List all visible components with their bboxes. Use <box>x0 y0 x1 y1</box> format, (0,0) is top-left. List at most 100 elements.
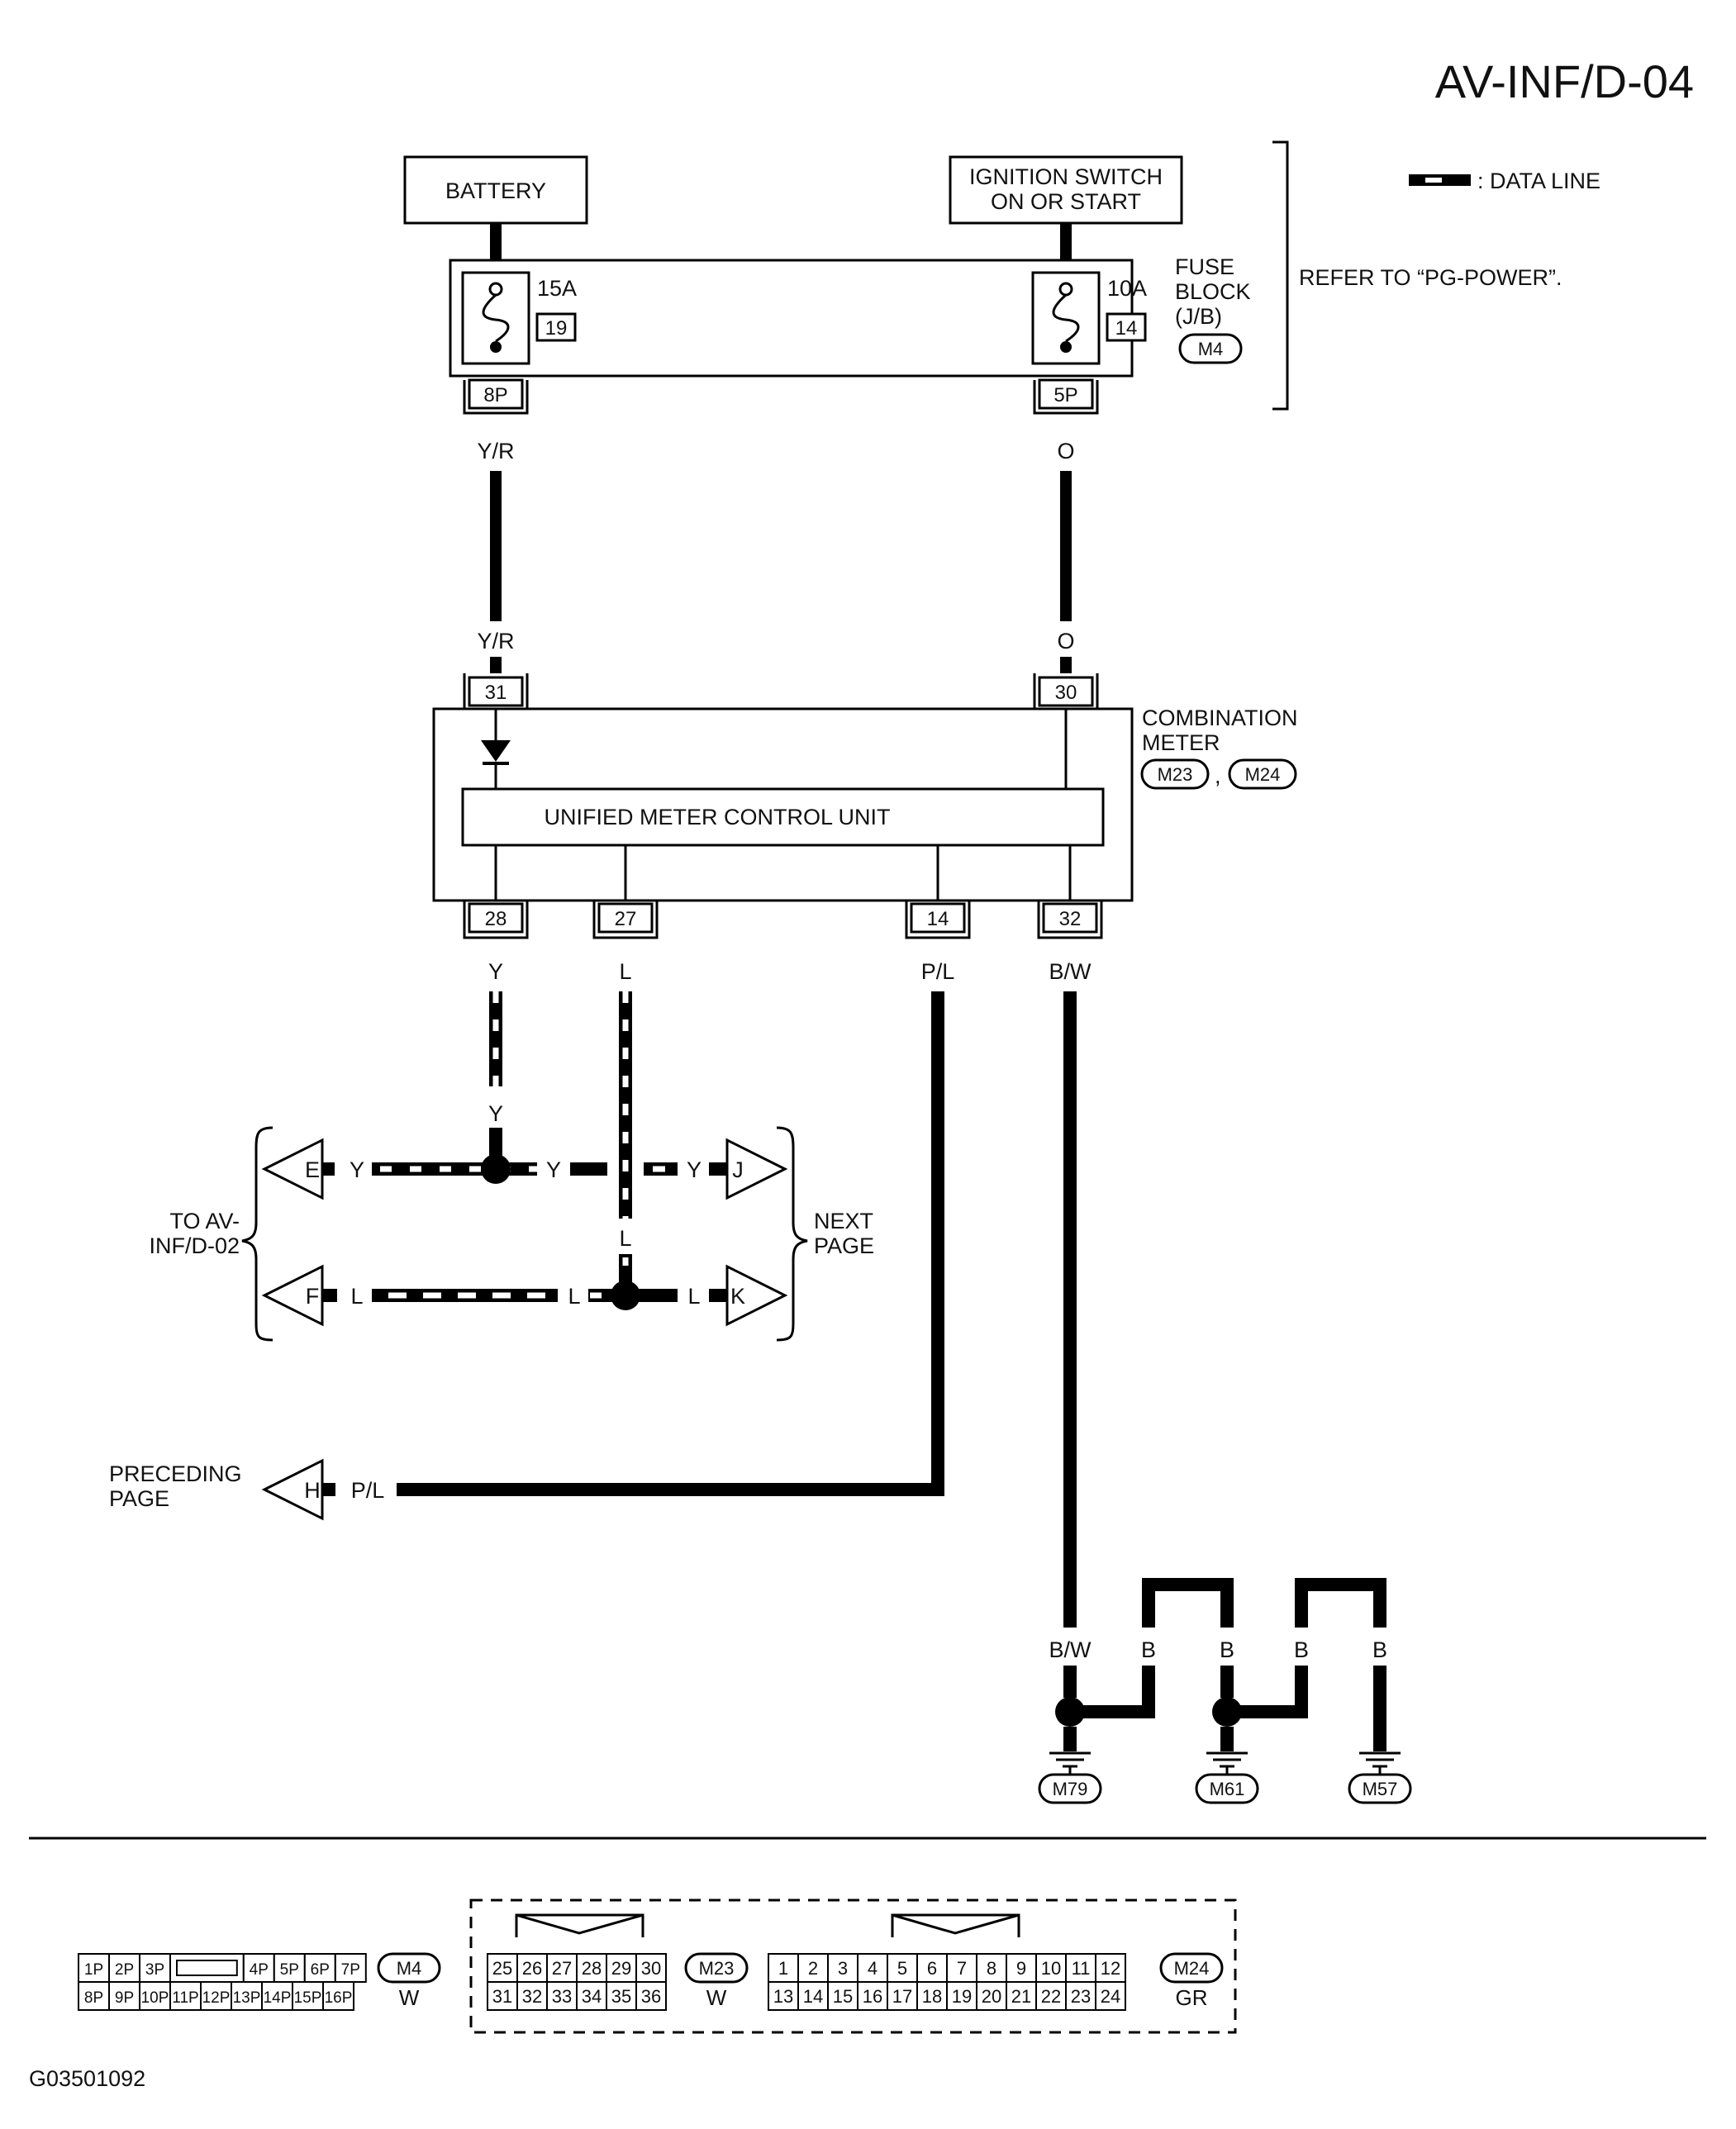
connector-m24-cavity: 23 <box>1071 1986 1091 2007</box>
pin-28: 28 <box>463 901 529 939</box>
to-av-inf-label-1: TO AV- <box>169 1209 240 1233</box>
right-brace <box>776 1126 808 1342</box>
wire-y-label-5: Y <box>687 1157 702 1182</box>
offpage-connector-j[interactable]: J <box>725 1138 788 1200</box>
ground-m57-label: M57 <box>1363 1779 1398 1799</box>
offpage-connector-e[interactable]: E <box>261 1138 324 1200</box>
connector-m4-cavity: 14P <box>264 1989 292 2007</box>
connector-m24-cavity: 9 <box>1016 1958 1026 1979</box>
pin-14: 14 <box>905 901 971 939</box>
connector-m24-cavity: 17 <box>892 1986 912 2007</box>
fuse-block-label-2: BLOCK <box>1175 279 1251 304</box>
connector-m23-cavity: 31 <box>492 1986 512 2007</box>
connector-m23-cavity: 29 <box>611 1958 631 1979</box>
wire-pl-label-2: P/L <box>351 1478 385 1503</box>
combination-meter-connectors-box <box>469 1899 1237 2034</box>
connector-m23-cavity: 30 <box>641 1958 661 1979</box>
connector-m4-cavity: 7P <box>341 1961 360 1979</box>
ground-m79-label: M79 <box>1053 1779 1088 1799</box>
connector-m4-cavity: 12P <box>202 1989 231 2007</box>
connector-m4-color: W <box>399 1985 420 2010</box>
connector-m24-cavity: 11 <box>1072 1958 1091 1979</box>
offpage-f-label: F <box>306 1284 320 1309</box>
connector-m23-color: W <box>706 1985 727 2010</box>
pin-27-label: 27 <box>615 908 637 930</box>
ground-m61-label: M61 <box>1210 1779 1245 1799</box>
connector-m23-cavity: 25 <box>492 1958 512 1979</box>
connector-m4-cavity: 8P <box>84 1989 103 2007</box>
battery-label: BATTERY <box>445 178 546 203</box>
pin-32-label: 32 <box>1059 908 1082 930</box>
connector-m24-cavity: 12 <box>1101 1958 1120 1979</box>
connector-m23-cavity: 33 <box>552 1986 572 2007</box>
battery-box <box>403 155 588 225</box>
connector-m24-cavity: 15 <box>833 1986 853 2007</box>
ground-m61: M61 <box>1195 1751 1259 1804</box>
connector-m4-cavity: 15P <box>294 1989 322 2007</box>
unified-meter-control-unit-label: UNIFIED METER CONTROL UNIT <box>544 805 890 829</box>
pin-31: 31 <box>463 673 529 710</box>
wire-l-label-2: L <box>619 1226 631 1251</box>
connector-m4-cavity: 6P <box>311 1961 330 1979</box>
power-bracket <box>1272 140 1289 411</box>
connector-m24-cavity: 2 <box>808 1958 818 1979</box>
data-line-l-horizontal: L L L <box>322 1281 727 1310</box>
fuse-19-number: 19 <box>545 317 568 340</box>
terminal-8p-label: 8P <box>483 384 507 406</box>
unified-meter-control-unit <box>461 787 1105 847</box>
connector-m24-cavity: 14 <box>803 1986 823 2007</box>
wire-l-label-4: L <box>568 1284 580 1309</box>
wire-y-label-2: Y <box>488 1101 503 1126</box>
ignition-label-2: ON OR START <box>991 189 1141 214</box>
connector-m24-cavity: 18 <box>922 1986 942 2007</box>
data-line-y-horizontal: Y Y Y <box>322 1154 727 1184</box>
connector-m4-cavity: 3P <box>145 1961 164 1979</box>
pin-30: 30 <box>1033 673 1099 710</box>
data-line-y: Y <box>488 991 503 1157</box>
combination-meter-label-1: COMBINATION <box>1142 706 1298 730</box>
connector-separator: , <box>1215 763 1221 788</box>
connector-m24-tag <box>1228 758 1297 790</box>
data-line-l: L <box>619 991 632 1282</box>
diode-symbol <box>481 740 511 762</box>
offpage-connector-k[interactable]: K <box>725 1264 788 1327</box>
connector-m23-id: M23 <box>699 1958 735 1979</box>
pin-32: 32 <box>1037 901 1103 939</box>
pin-30-label: 30 <box>1055 682 1077 704</box>
wire-b-label-2: B <box>1220 1637 1234 1662</box>
figure-code: G03501092 <box>29 2066 145 2091</box>
ignition-switch-box <box>949 155 1183 225</box>
connector-m24-cavity: 16 <box>863 1986 882 2007</box>
connector-m4-cavity: 4P <box>250 1961 269 1979</box>
page-code: AV-INF/D-04 <box>1435 55 1694 107</box>
ground-m57: M57 <box>1348 1751 1412 1804</box>
wire-l-label-3: L <box>350 1284 363 1309</box>
connector-m24-cavity: 3 <box>838 1958 848 1979</box>
connector-m4-cavity: 9P <box>115 1989 134 2007</box>
pin-28-label: 28 <box>485 908 507 930</box>
connector-m24-cavity: 22 <box>1041 1986 1061 2007</box>
refer-note: REFER TO “PG-POWER”. <box>1299 265 1562 290</box>
connector-m23-cavity: 35 <box>611 1986 631 2007</box>
connector-m4-cavity: 11P <box>172 1989 198 2007</box>
connector-m4-cavity: 2P <box>115 1961 134 1979</box>
connector-m24-cavity: 6 <box>927 1958 937 1979</box>
wire-yr-label-top: Y/R <box>477 439 514 463</box>
connector-m24-cavity: 1 <box>778 1958 788 1979</box>
connector-m24-cavity: 8 <box>987 1958 996 1979</box>
offpage-connector-f[interactable]: F <box>261 1264 324 1327</box>
connector-m4-cavity: 16P <box>325 1989 353 2007</box>
wire-b-label-3: B <box>1294 1637 1309 1662</box>
wire-bw-label-2: B/W <box>1049 1637 1092 1662</box>
wire-y-label-3: Y <box>350 1157 364 1182</box>
offpage-connector-h[interactable]: H <box>261 1458 324 1521</box>
pin-14-label: 14 <box>927 908 949 930</box>
wire-l-label-5: L <box>687 1284 700 1309</box>
wire-y-label-1: Y <box>488 959 503 984</box>
wire-o-label-bottom: O <box>1057 629 1074 653</box>
ground-m79: M79 <box>1038 1751 1102 1804</box>
fuse-14-amps: 10A <box>1107 276 1147 301</box>
